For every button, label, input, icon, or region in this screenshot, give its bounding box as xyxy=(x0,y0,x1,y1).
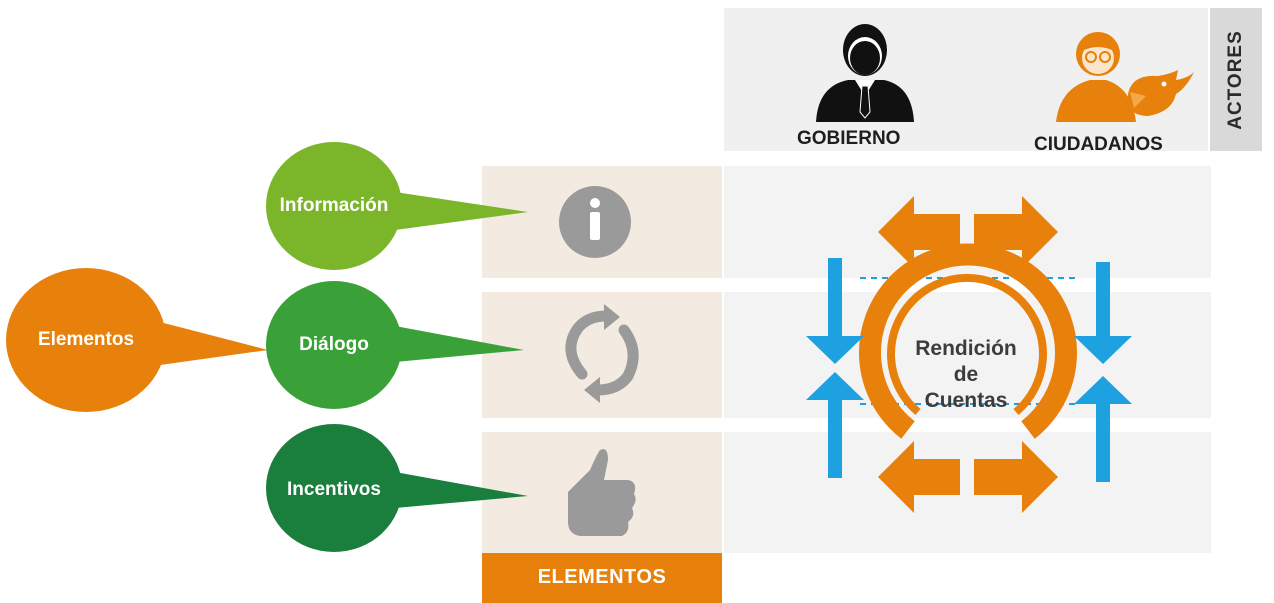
actors-tab: ACTORES xyxy=(1210,8,1262,151)
citizen-icon xyxy=(1056,32,1136,122)
rendicion-de-cuentas-label: Rendición de Cuentas xyxy=(896,336,1036,414)
accountability-panel xyxy=(724,166,1211,553)
ciudadanos-label: CIUDADANOS xyxy=(1034,134,1163,155)
incentivos-label: Incentivos xyxy=(287,479,381,500)
elements-tab-label: ELEMENTOS xyxy=(537,566,667,588)
bottom-orange-arrows xyxy=(878,441,1058,513)
thumbs-up-icon xyxy=(568,449,636,536)
elements-tab: ELEMENTOS xyxy=(482,553,722,603)
outer-ring xyxy=(859,243,1077,439)
informacion-bubble xyxy=(266,142,528,270)
informacion-label: Información xyxy=(279,195,389,216)
dialogo-label: Diálogo xyxy=(299,334,369,355)
right-blue-arrows xyxy=(1074,262,1132,482)
incentivos-bubble xyxy=(266,424,528,552)
left-blue-arrows xyxy=(806,258,864,478)
inner-ring xyxy=(887,273,1047,416)
elementos-label: Elementos xyxy=(37,329,135,350)
bird-icon xyxy=(1128,70,1194,116)
refresh-icon xyxy=(565,304,639,403)
center-line-3: Cuentas xyxy=(924,389,1008,412)
center-line-2: de xyxy=(953,363,979,386)
dialogo-bubble xyxy=(266,281,524,409)
info-icon xyxy=(559,186,631,258)
center-line-1: Rendición xyxy=(915,337,1017,360)
actors-panel xyxy=(724,8,1208,151)
elementos-bubble xyxy=(6,268,268,412)
gobierno-label: GOBIERNO xyxy=(797,128,901,149)
person-suit-icon xyxy=(816,24,914,122)
